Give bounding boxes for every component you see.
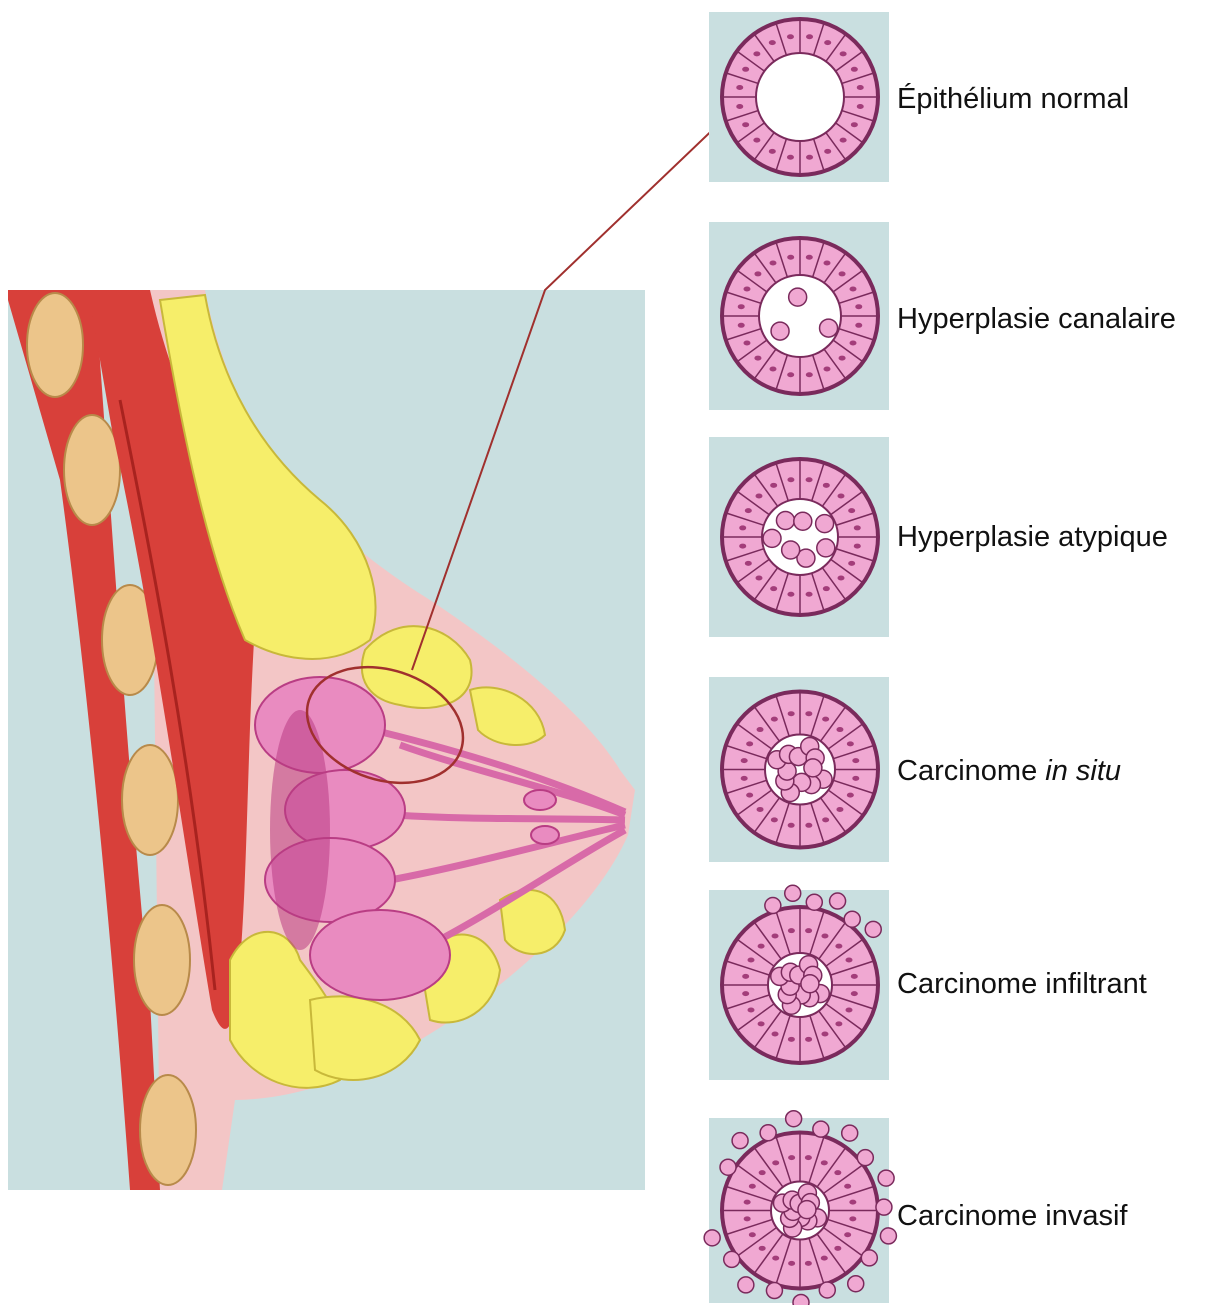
stage-label: Épithélium normal [897, 82, 1129, 115]
duct-cross-section [722, 459, 878, 615]
stage-label-part: in situ [1045, 755, 1121, 787]
stage-hyperplasie-canalaire: Hyperplasie canalaire [709, 222, 1176, 410]
stage-carcinome-in-situ: Carcinome in situ [709, 677, 1121, 862]
stage-normal: Épithélium normal [709, 12, 1129, 182]
stage-label: Hyperplasie canalaire [897, 303, 1176, 335]
stage-label-part: Carcinome [897, 755, 1045, 787]
stage-label-part: Carcinome infiltrant [897, 968, 1147, 1000]
stage-label-part: Hyperplasie canalaire [897, 303, 1176, 335]
stage-label: Carcinome in situ [897, 755, 1121, 787]
duct-cross-section [722, 238, 878, 394]
stage-carcinome-infiltrant: Carcinome infiltrant [709, 885, 1147, 1080]
stage-label: Hyperplasie atypique [897, 521, 1168, 553]
stage-label: Carcinome infiltrant [897, 968, 1147, 1000]
stage-label: Carcinome invasif [897, 1200, 1128, 1232]
duct-cross-section [722, 19, 878, 175]
duct-cross-section [722, 692, 878, 848]
breast-cross-section [8, 290, 645, 1190]
stage-carcinome-invasif: Carcinome invasif [704, 1111, 1128, 1305]
stage-label-part: Carcinome invasif [897, 1200, 1128, 1232]
stage-label-part: Épithélium normal [897, 82, 1129, 115]
stage-label-part: Hyperplasie atypique [897, 521, 1168, 553]
stage-hyperplasie-atypique: Hyperplasie atypique [709, 437, 1168, 637]
